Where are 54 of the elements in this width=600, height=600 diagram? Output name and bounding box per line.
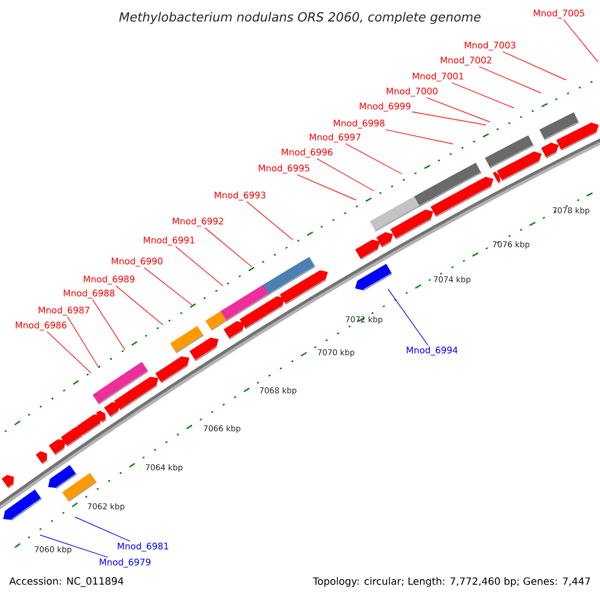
tick-label: 7066 kbp xyxy=(204,425,240,433)
leader-line xyxy=(175,246,224,286)
tick-label: 7068 kbp xyxy=(260,387,296,395)
gene-label: Mnod_6987 xyxy=(38,306,90,316)
tick-label: 7070 kbp xyxy=(318,349,354,357)
gene-label: Mnod_6989 xyxy=(84,276,134,284)
gene-label: Mnod_6993 xyxy=(214,192,266,200)
gene-label: Mnod_6996 xyxy=(282,148,332,158)
leader-line xyxy=(40,534,108,558)
tick-label: 7076 kbp xyxy=(492,241,530,249)
leader-line xyxy=(412,112,486,126)
leader-line xyxy=(92,299,126,350)
gene-label: Mnod_7005 xyxy=(534,10,584,18)
title: Methylobacterium nodulans ORS 2060, complete genome xyxy=(119,12,481,24)
gene-label: Mnod_6979 xyxy=(100,558,150,568)
gene-label: Mnod_6995 xyxy=(258,164,310,174)
leader-line xyxy=(246,201,294,240)
gene-label: Mnod_6998 xyxy=(334,120,384,128)
footer-text: Accession: NC_011894 xyxy=(9,577,124,587)
leader-line xyxy=(296,174,356,200)
leader-line xyxy=(478,66,542,94)
gene-label: Mnod_6999 xyxy=(360,102,410,112)
leader-line xyxy=(388,288,428,346)
tick-label: 7060 kbp xyxy=(34,546,72,554)
tick-label: 7064 kbp xyxy=(146,464,182,472)
gene-label: Mnod_7003 xyxy=(464,42,516,50)
gene-label: Mnod_6986 xyxy=(16,322,66,330)
leader-line xyxy=(204,227,252,268)
tick-label: 7062 kbp xyxy=(88,503,124,511)
gene-label: Mnod_6992 xyxy=(172,218,224,226)
tick-label: 7078 kbp xyxy=(552,207,590,215)
gene-label: Mnod_6994 xyxy=(406,346,458,356)
gene-label: Mnod_6990 xyxy=(112,258,162,266)
leader-line xyxy=(316,158,374,192)
leader-line xyxy=(74,516,130,542)
leader-line xyxy=(385,129,454,144)
leader-line xyxy=(563,19,598,62)
leader-line xyxy=(144,267,192,306)
gene-label: Mnod_6997 xyxy=(310,134,360,142)
footer-text: Topology: circular; Length: 7,772,460 bp; Genes: 7,447 xyxy=(312,577,590,587)
tick-label: 7074 kbp xyxy=(434,276,470,284)
leader-line xyxy=(115,285,164,326)
leader-line xyxy=(426,97,490,122)
leader-line xyxy=(452,82,514,108)
gene-label: Mnod_7000 xyxy=(386,88,438,96)
leader-line xyxy=(502,51,566,80)
gene-label: Mnod_6988 xyxy=(64,290,114,298)
leader-line xyxy=(46,331,92,374)
gene-label: Mnod_6991 xyxy=(144,236,194,246)
leader-line xyxy=(345,143,402,174)
gene-label: Mnod_7001 xyxy=(412,72,464,82)
gene-label: Mnod_6981 xyxy=(118,542,168,552)
gene-label: Mnod_7002 xyxy=(440,56,492,66)
leader-line xyxy=(67,316,100,368)
